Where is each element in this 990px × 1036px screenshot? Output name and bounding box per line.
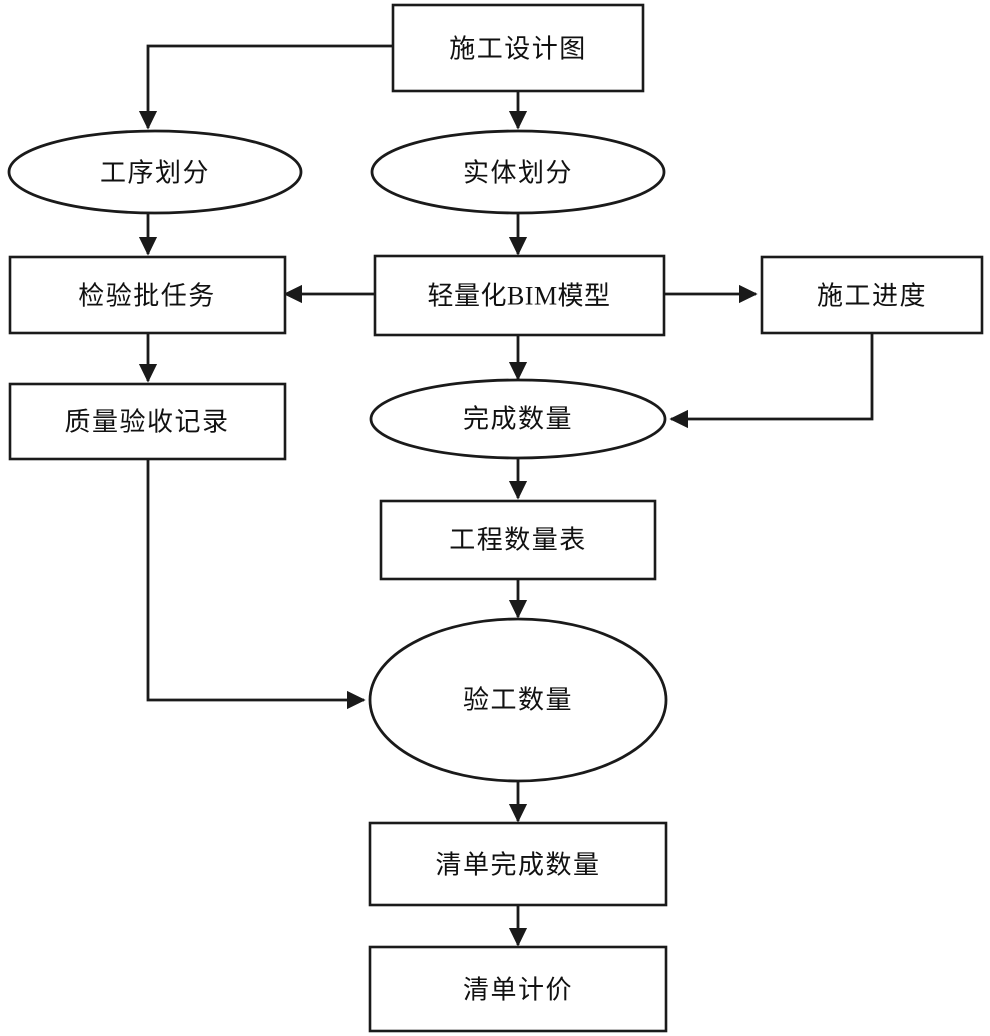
node-bill-completed-qty-label: 清单完成数量 xyxy=(435,851,600,880)
node-design-drawing-label: 施工设计图 xyxy=(449,35,587,64)
edge-record-to-accepted xyxy=(146,459,366,710)
node-process-division-label: 工序划分 xyxy=(100,159,210,188)
node-quantity-table-label: 工程数量表 xyxy=(449,526,587,555)
node-bill-pricing-box xyxy=(368,945,668,1033)
node-design-drawing[interactable]: 施工设计图 xyxy=(391,3,645,93)
edge-layer xyxy=(138,44,874,947)
node-bim-model[interactable]: 轻量化BIM模型 xyxy=(373,254,666,337)
node-construction-progress-box xyxy=(760,255,984,335)
node-completed-qty-ellipse xyxy=(369,378,667,460)
edge-design-to-process xyxy=(138,44,393,130)
node-bill-completed-qty[interactable]: 清单完成数量 xyxy=(368,821,668,907)
node-completed-qty[interactable]: 完成数量 xyxy=(369,378,667,460)
node-layer: 施工设计图 工序划分 实体划分 检验批任务 轻量化BIM模型 xyxy=(7,3,984,1033)
edge-progress-to-completed xyxy=(669,333,874,429)
node-accepted-qty-ellipse xyxy=(368,617,668,783)
node-inspection-task-box xyxy=(8,255,287,335)
node-inspection-task-label: 检验批任务 xyxy=(78,282,216,311)
node-entity-division-ellipse xyxy=(370,129,666,215)
node-quantity-table-box xyxy=(379,499,657,581)
node-accepted-qty-label: 验工数量 xyxy=(463,686,573,715)
node-entity-division-label: 实体划分 xyxy=(463,159,573,188)
node-construction-progress[interactable]: 施工进度 xyxy=(760,255,984,335)
node-bim-model-label: 轻量化BIM模型 xyxy=(427,282,610,311)
node-process-division-ellipse xyxy=(7,129,303,215)
node-bill-pricing[interactable]: 清单计价 xyxy=(368,945,668,1033)
node-process-division[interactable]: 工序划分 xyxy=(7,129,303,215)
node-quantity-table[interactable]: 工程数量表 xyxy=(379,499,657,581)
node-design-drawing-box xyxy=(391,3,645,93)
node-quality-record-box xyxy=(8,382,287,461)
node-quality-record[interactable]: 质量验收记录 xyxy=(8,382,287,461)
node-bill-completed-qty-box xyxy=(368,821,668,907)
node-completed-qty-label: 完成数量 xyxy=(463,405,573,434)
node-bim-model-box xyxy=(373,254,666,337)
node-accepted-qty[interactable]: 验工数量 xyxy=(368,617,668,783)
node-quality-record-label: 质量验收记录 xyxy=(64,408,229,437)
node-construction-progress-label: 施工进度 xyxy=(817,282,927,311)
node-entity-division[interactable]: 实体划分 xyxy=(370,129,666,215)
node-bill-pricing-label: 清单计价 xyxy=(463,976,573,1005)
node-inspection-task[interactable]: 检验批任务 xyxy=(8,255,287,335)
